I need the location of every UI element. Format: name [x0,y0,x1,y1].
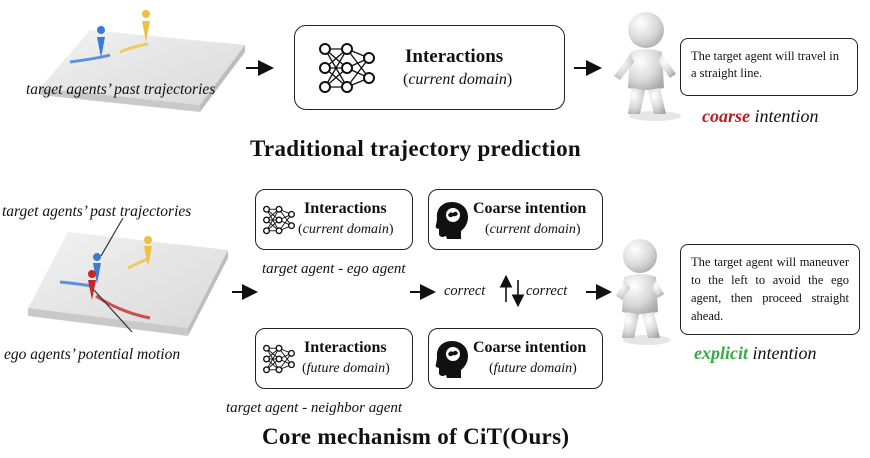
neural-network-icon [263,205,295,235]
explicit-intention-label: explicit intention [694,343,817,363]
speech-text: The target agent will maneuver to the le… [691,255,849,323]
pair-label-ego: target agent - ego agent [262,261,406,277]
correct-label-left: correct [444,283,486,299]
scene-label-ego-motion: ego agents’ potential motion [4,346,181,363]
pair-label-neighbor: target agent - neighbor agent [226,400,403,416]
neural-network-icon [319,43,375,93]
coarse-intention-domain: (current domain) [485,222,581,237]
agent-marker-icon [93,253,101,284]
person-figure-icon [616,239,671,345]
coarse-intention-domain: (future domain) [489,361,577,376]
coarse-intention-label: coarse intention [702,106,819,126]
coarse-intention-box-future: Coarse intention (future domain) [428,328,603,389]
coarse-intention-title: Coarse intention [473,339,587,356]
top-road-scene [40,10,245,112]
neural-network-icon [263,344,295,374]
interactions-title: Interactions [405,46,504,67]
speech-bubble-traditional: The target agent will travel in a straig… [680,38,858,96]
caption-cit: Core mechanism of CiT(Ours) [262,424,570,449]
person-figure-icon [614,12,681,121]
agent-marker-icon [97,26,105,58]
interactions-title: Interactions [304,200,387,217]
correct-label-right: correct [526,283,568,299]
interactions-box-traditional: Interactions (current domain) [294,25,565,110]
interactions-box-current: Interactions (current domain) [255,189,413,250]
interactions-box-future: Interactions (future domain) [255,328,413,389]
scene-label-past-trajectories: target agents’ past trajectories [2,203,192,220]
speech-text: The target agent will travel in a straig… [691,49,839,80]
interactions-title: Interactions [304,339,387,356]
interactions-domain: (future domain) [302,361,390,376]
brain-head-icon [435,341,468,378]
brain-head-icon [435,202,468,239]
interactions-domain: (current domain) [403,71,513,88]
coarse-intention-title: Coarse intention [473,200,587,217]
coarse-intention-box-current: Coarse intention (current domain) [428,189,603,250]
bottom-road-scene [28,217,228,336]
agent-marker-icon [144,236,152,266]
agent-marker-icon [88,270,96,300]
interactions-domain: (current domain) [298,222,394,237]
speech-bubble-cit: The target agent will maneuver to the le… [680,244,860,335]
agent-marker-icon [142,10,150,42]
scene-label-past-trajectories: target agents’ past trajectories [26,81,216,98]
caption-traditional: Traditional trajectory prediction [250,136,581,161]
